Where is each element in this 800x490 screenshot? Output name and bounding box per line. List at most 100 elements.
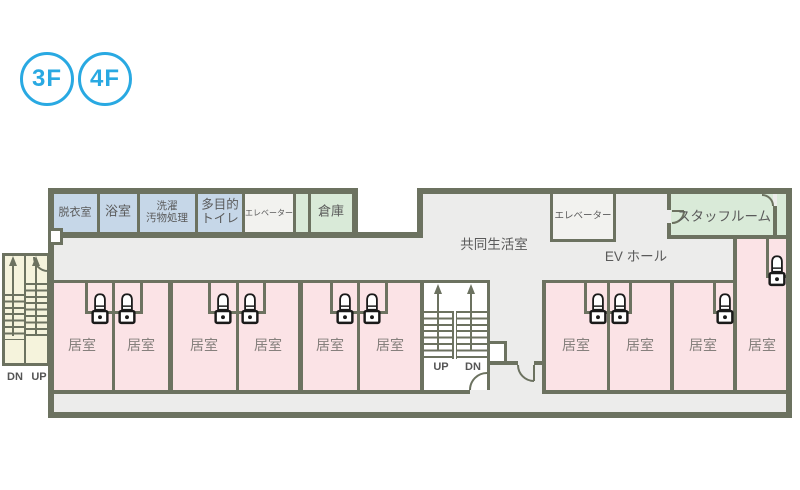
wall-segment bbox=[766, 239, 769, 278]
wall-segment bbox=[236, 283, 239, 390]
label-ev-hall: EV ホール bbox=[604, 249, 668, 265]
wall-segment bbox=[298, 283, 303, 390]
toilet-icon bbox=[589, 292, 607, 326]
wall-segment bbox=[542, 283, 546, 390]
wall-segment bbox=[385, 283, 388, 314]
label-laundry: 洗濯 汚物処理 bbox=[146, 200, 188, 224]
wall-segment bbox=[242, 194, 245, 232]
stair-divider bbox=[24, 256, 26, 363]
wall-segment bbox=[733, 239, 737, 390]
room-staff-closet bbox=[777, 194, 786, 235]
label-bedroom: 居室 bbox=[626, 336, 654, 353]
floor-badge-3f: 3F bbox=[20, 52, 74, 106]
toilet-icon bbox=[241, 292, 259, 326]
wall-segment bbox=[670, 283, 674, 390]
label-bedroom: 居室 bbox=[190, 336, 218, 353]
wall-segment bbox=[85, 283, 88, 314]
label-bedroom: 居室 bbox=[689, 336, 717, 353]
stair-label-dn: DN bbox=[465, 361, 481, 373]
wall-segment bbox=[195, 194, 198, 232]
stair-closet bbox=[490, 344, 504, 361]
toilet-icon bbox=[768, 254, 786, 288]
wall-segment bbox=[97, 194, 100, 232]
label-bedroom: 居室 bbox=[562, 336, 590, 353]
wall-segment bbox=[330, 311, 388, 314]
room-dressing bbox=[54, 194, 97, 232]
room-elevator-right bbox=[553, 194, 613, 239]
stair-arrow-head bbox=[31, 256, 40, 266]
label-bedroom: 居室 bbox=[316, 336, 344, 353]
stair-label-dn: DN bbox=[7, 371, 23, 383]
wall-segment bbox=[417, 188, 423, 238]
wall-segment bbox=[667, 194, 671, 210]
wall-segment bbox=[667, 235, 786, 239]
wall-segment bbox=[168, 283, 173, 390]
label-bedroom: 居室 bbox=[748, 336, 776, 353]
wall-segment bbox=[713, 283, 716, 314]
wall-segment bbox=[504, 341, 507, 365]
stair-steps bbox=[5, 294, 24, 340]
wall-segment bbox=[112, 283, 115, 390]
wall-segment bbox=[487, 361, 518, 365]
stair-arrow bbox=[470, 294, 472, 350]
wall-segment bbox=[584, 311, 632, 314]
wall-segment bbox=[357, 283, 360, 390]
label-elevator-left: エレベーター bbox=[245, 208, 293, 218]
room-staff bbox=[671, 194, 773, 235]
label-laundry-line2: 汚物処理 bbox=[146, 212, 188, 224]
wall-segment bbox=[667, 223, 671, 238]
toilet-icon bbox=[716, 292, 734, 326]
wall-segment bbox=[208, 283, 211, 314]
wall-segment bbox=[487, 341, 507, 344]
toilet-icon bbox=[91, 292, 109, 326]
room-laundry bbox=[140, 194, 195, 232]
label-dressing: 脱衣室 bbox=[58, 206, 92, 219]
toilet-icon bbox=[363, 292, 381, 326]
wall-segment bbox=[85, 311, 143, 314]
wall-segment bbox=[137, 194, 140, 232]
label-storage: 倉庫 bbox=[317, 203, 345, 219]
wall-segment bbox=[48, 280, 490, 283]
toilet-icon bbox=[336, 292, 354, 326]
label-elevator-right: エレベーター bbox=[554, 210, 612, 222]
room-multi-toilet bbox=[198, 194, 242, 232]
label-bedroom: 居室 bbox=[376, 336, 404, 353]
wall-segment bbox=[773, 206, 777, 238]
wall-segment bbox=[542, 280, 737, 283]
room-elevator-left bbox=[245, 194, 293, 232]
wall-segment bbox=[584, 283, 587, 314]
wall-segment bbox=[48, 412, 792, 418]
wall-segment bbox=[352, 188, 358, 238]
label-common-living: 共同生活室 bbox=[460, 237, 528, 253]
duct-shaft bbox=[48, 228, 63, 245]
wall-segment bbox=[629, 283, 632, 314]
label-bedroom: 居室 bbox=[68, 336, 96, 353]
wall-segment bbox=[263, 283, 266, 314]
wall-segment bbox=[352, 232, 423, 238]
wall-segment bbox=[208, 311, 266, 314]
stair-divider bbox=[455, 311, 457, 359]
wall-segment bbox=[48, 232, 358, 238]
toilet-icon bbox=[118, 292, 136, 326]
wall-segment bbox=[293, 194, 296, 232]
stair-divider bbox=[452, 311, 454, 359]
label-multi-toilet-line2: トイレ bbox=[201, 212, 239, 226]
stair-arrow bbox=[35, 266, 37, 336]
wall-segment bbox=[330, 283, 333, 314]
room-closet-strip bbox=[296, 194, 308, 232]
label-bedroom: 居室 bbox=[127, 336, 155, 353]
wall-segment bbox=[550, 194, 553, 242]
stair-label-up: UP bbox=[31, 371, 47, 383]
stair-arrow-head bbox=[8, 256, 17, 266]
floor-badge-4f: 4F bbox=[78, 52, 132, 106]
toilet-icon bbox=[214, 292, 232, 326]
label-staff-room: スタッフルーム bbox=[676, 209, 772, 225]
wall-segment bbox=[417, 188, 792, 194]
label-laundry-line1: 洗濯 bbox=[156, 199, 178, 212]
stair-arrow-head bbox=[466, 284, 475, 294]
wall-segment bbox=[534, 361, 546, 365]
wall-segment bbox=[613, 194, 616, 242]
label-bath: 浴室 bbox=[104, 203, 132, 219]
toilet-icon bbox=[611, 292, 629, 326]
